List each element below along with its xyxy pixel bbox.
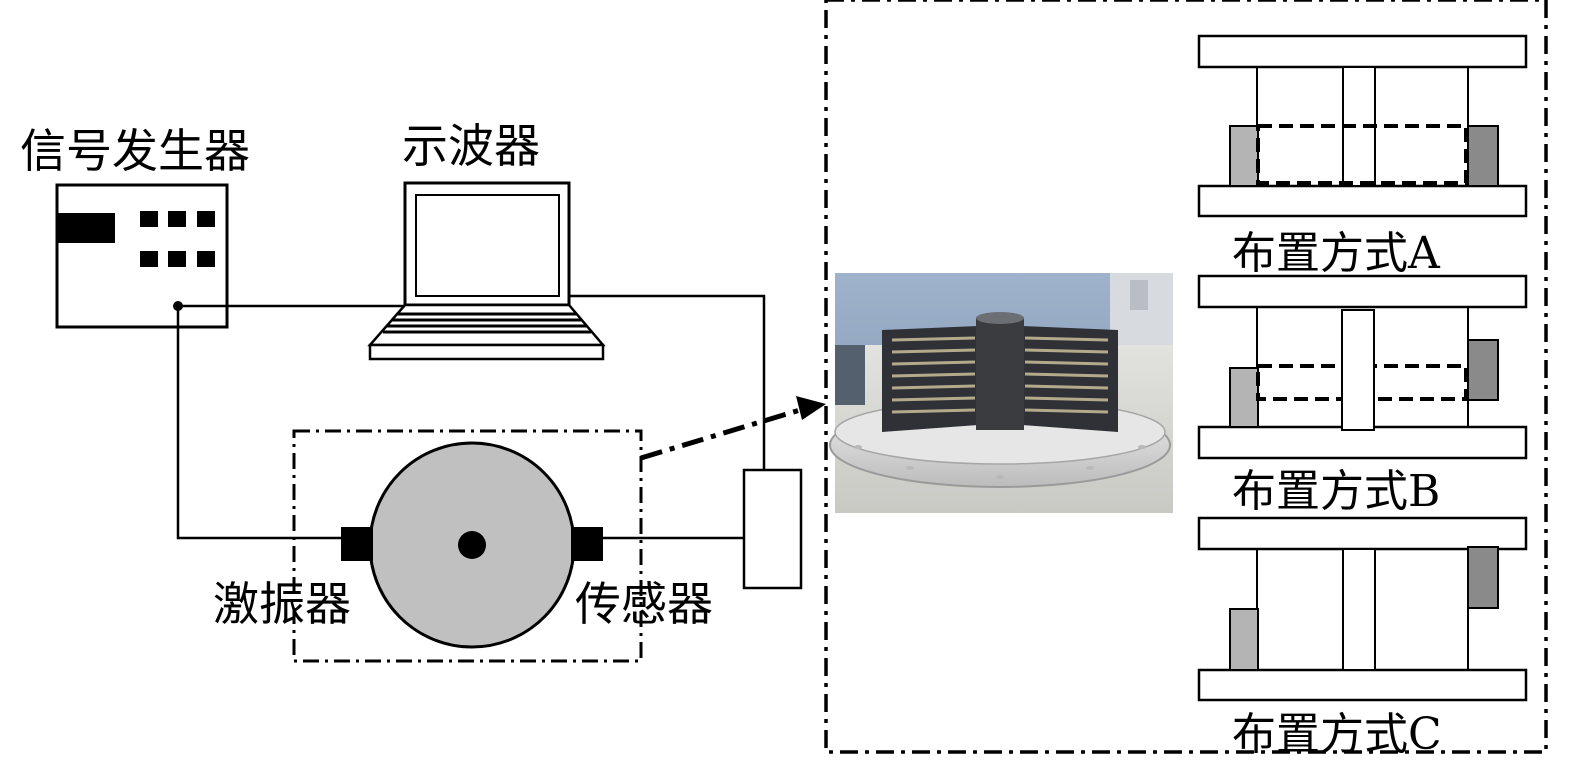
configuration-a-schematic: [1197, 34, 1528, 218]
configuration-b-schematic: [1197, 274, 1528, 460]
specimen-photo: [829, 273, 1173, 513]
zoom-arrow: [640, 396, 826, 461]
detail-panel-frame: [824, 0, 1548, 754]
sensor-block: [571, 527, 603, 561]
test-rig-frame: [292, 429, 643, 663]
disk-center-hub: [458, 531, 486, 559]
exciter-label: 激振器: [213, 577, 351, 631]
signal-generator-label: 信号发生器: [20, 124, 250, 178]
signal-generator-display: [57, 213, 115, 243]
configuration-c-label: 布置方式C: [1232, 709, 1442, 760]
sensor-label: 传感器: [575, 577, 713, 631]
signal-generator-buttons: [140, 211, 215, 267]
wiring: [176, 294, 766, 540]
exciter-block: [341, 527, 373, 561]
amplifier-box: [742, 468, 803, 590]
configuration-a-label: 布置方式A: [1232, 228, 1441, 279]
oscilloscope-label: 示波器: [402, 119, 540, 173]
configuration-b-label: 布置方式B: [1232, 466, 1440, 517]
oscilloscope-laptop-icon: [367, 181, 606, 361]
configuration-c-schematic: [1197, 516, 1528, 702]
signal-generator-device: [55, 183, 229, 329]
